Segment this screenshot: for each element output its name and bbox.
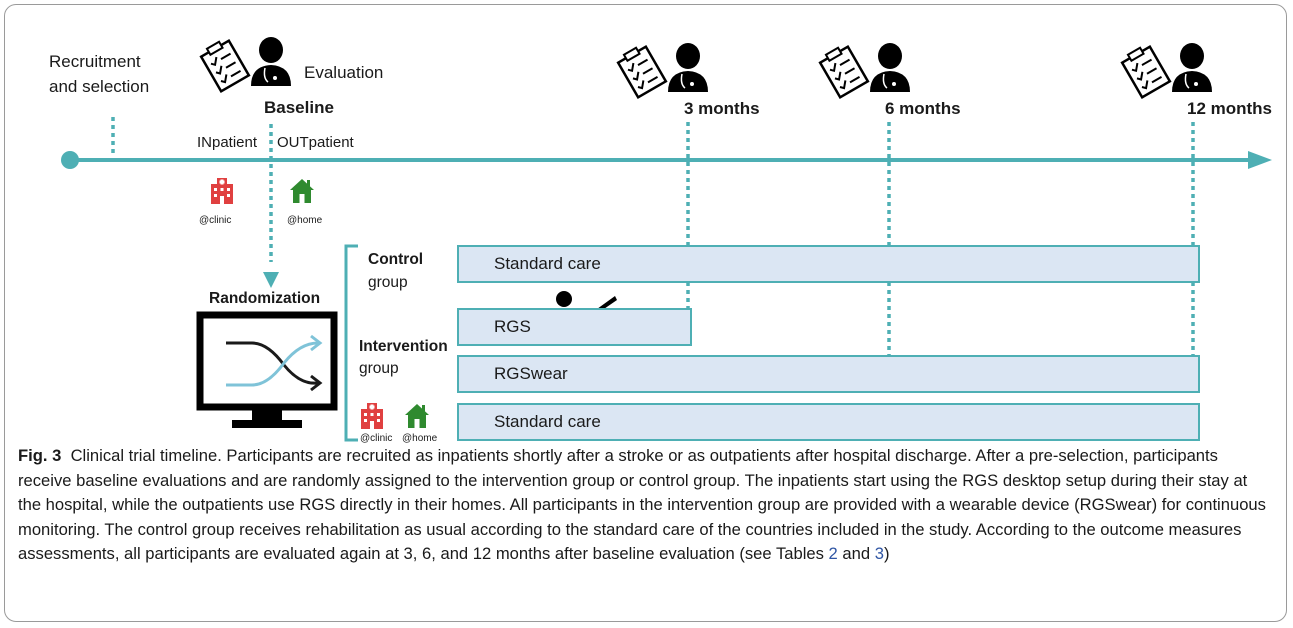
control-group-sublabel: group [368, 274, 408, 291]
evaluation-3-months-icon [614, 41, 710, 99]
hospital-icon [361, 403, 383, 429]
home-label: @home [287, 215, 323, 226]
evaluation-6-months-icon [816, 41, 912, 99]
clinic-label: @clinic [199, 215, 232, 226]
control-standard-care-bar: Standard care [457, 245, 1200, 283]
table-ref-link[interactable]: 2 [828, 544, 838, 563]
home-icon [290, 179, 314, 203]
table-ref-link[interactable]: 3 [874, 544, 884, 563]
recruitment-label-line2: and selection [49, 77, 150, 96]
recruitment-label-line1: Recruitment [49, 52, 141, 71]
randomization-label: Randomization [209, 290, 321, 307]
evaluation-12-months-icon [1118, 41, 1214, 99]
caption-text: Clinical trial timeline. Participants ar… [18, 446, 1266, 563]
milestone-12-months-label: 12 months [1187, 99, 1273, 118]
group-clinic-label: @clinic [360, 433, 393, 444]
control-group-label: Control [368, 251, 424, 268]
inpatient-label: INpatient [197, 134, 258, 151]
home-icon [405, 404, 429, 428]
group-bracket [344, 244, 358, 442]
bar-label: Standard care [494, 412, 601, 431]
outpatient-label: OUTpatient [277, 134, 354, 151]
intervention-group-label: Intervention [359, 338, 448, 355]
timeline-arrowhead [1248, 151, 1272, 169]
rgs-bar: RGS [457, 308, 692, 346]
figure-frame [4, 4, 1287, 622]
intervention-group-sublabel: group [359, 360, 399, 377]
group-home-label: @home [402, 433, 438, 444]
timeline-start-dot [61, 151, 79, 169]
baseline-evaluation-icon [197, 35, 293, 93]
intervention-standard-care-bar: Standard care [457, 403, 1200, 441]
milestone-6-months-label: 6 months [885, 99, 961, 118]
figure-caption: Fig. 3 Clinical trial timeline. Particip… [18, 444, 1268, 567]
figure-number: Fig. 3 [18, 446, 62, 465]
bar-label: Standard care [494, 254, 601, 273]
randomization-arrowhead [263, 272, 279, 288]
randomization-monitor-icon [196, 311, 338, 428]
evaluation-label: Evaluation [304, 63, 384, 82]
baseline-label: Baseline [264, 98, 334, 117]
hospital-icon [211, 178, 233, 204]
bar-label: RGS [494, 317, 531, 336]
caption-and: and [842, 544, 871, 563]
caption-end: ) [883, 544, 890, 563]
bar-label: RGSwear [494, 364, 568, 383]
rgswear-bar: RGSwear [457, 355, 1200, 393]
milestone-3-months-label: 3 months [684, 99, 760, 118]
